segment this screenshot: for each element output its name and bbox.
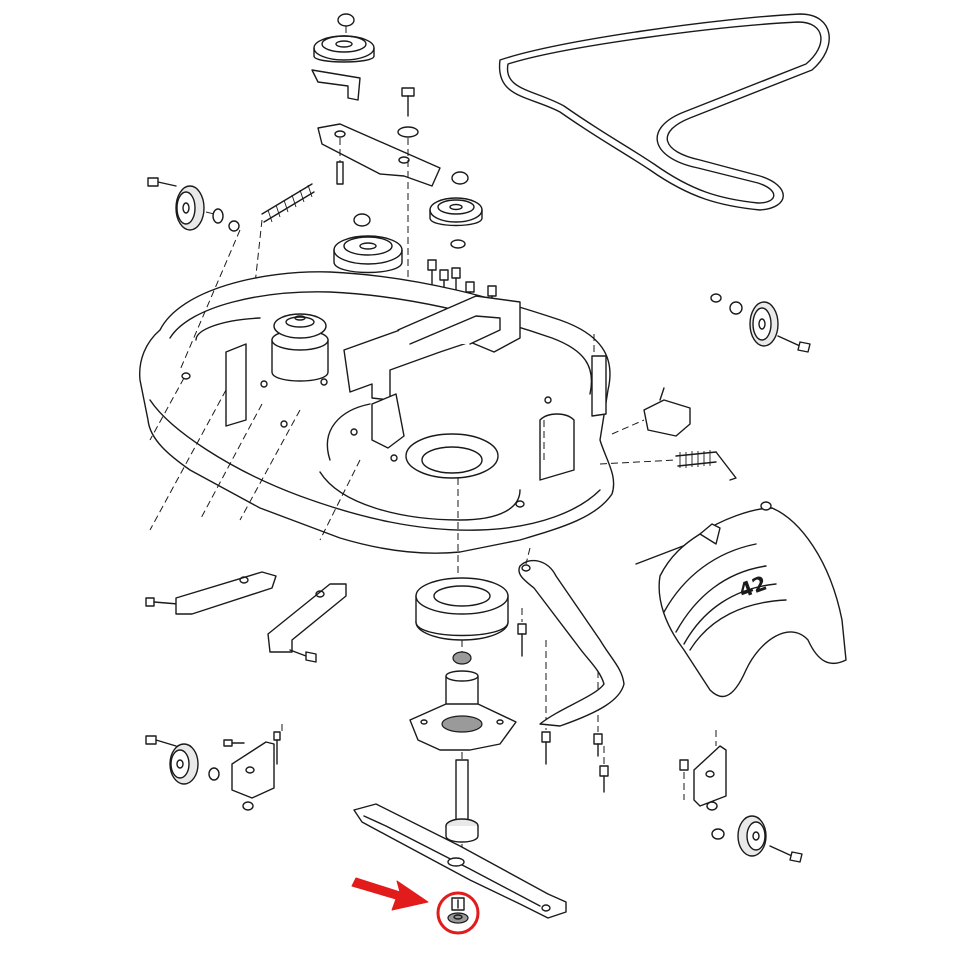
left-gauge-wheel-top [147, 177, 240, 232]
deck-lift-bracket [599, 387, 737, 481]
left-bracket-upper [145, 571, 277, 615]
tension-spring [249, 183, 315, 331]
right-idler-pulley [429, 171, 483, 249]
red-arrow-icon [351, 877, 429, 911]
left-gauge-wheel-lower [145, 724, 283, 811]
blade-spindle-assembly [409, 577, 517, 870]
highlight-circle [436, 891, 480, 935]
top-idler-pulley [311, 13, 375, 101]
right-gauge-wheel-lower [679, 730, 803, 863]
right-gauge-wheel-upper [710, 293, 811, 353]
left-bracket-lower [267, 583, 347, 663]
discharge-chute: 42 [635, 501, 847, 698]
stabilizer-link [518, 547, 625, 727]
idler-arm-bracket [317, 123, 441, 187]
spindle-bolts [457, 478, 609, 793]
drive-belt [498, 13, 830, 211]
center-pulley [333, 213, 403, 319]
mower-deck [139, 229, 615, 554]
mower-blade [353, 803, 567, 919]
blade-bolt[interactable] [436, 891, 480, 935]
